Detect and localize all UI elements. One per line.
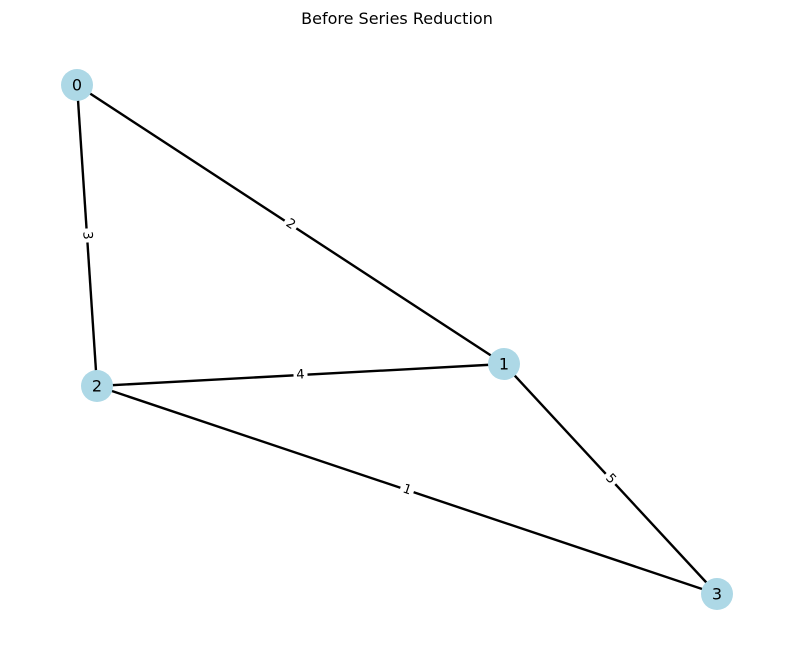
edge-label-group-1-3: 5 [599, 468, 622, 490]
node-3: 3 [701, 578, 733, 610]
edges-layer [75, 83, 718, 596]
node-label: 1 [499, 355, 509, 374]
edge-labels-layer: 2 3 4 1 5 [78, 213, 622, 500]
edge-label-group-2-3: 1 [397, 480, 417, 500]
graph-title: Before Series Reduction [301, 9, 493, 28]
node-label: 2 [92, 377, 102, 396]
edge-label-background [397, 480, 417, 500]
edge-label-background [280, 213, 301, 236]
node-circle [701, 578, 733, 610]
edge-label-background [599, 468, 622, 490]
edge-label-group-0-2: 3 [78, 227, 96, 244]
node-label: 0 [72, 76, 82, 95]
node-circle [488, 348, 520, 380]
edge-weight-label: 3 [79, 231, 95, 240]
edge-label-background [78, 227, 96, 244]
edge-label-group-2-1: 4 [293, 366, 308, 384]
node-1: 1 [488, 348, 520, 380]
edge-label-group-0-1: 2 [280, 213, 301, 236]
node-label: 3 [712, 585, 722, 604]
edge-label-background [293, 366, 308, 384]
edge-weight-label: 4 [296, 367, 305, 382]
node-circle [61, 69, 93, 101]
nodes-layer: 0 1 2 3 [61, 69, 733, 610]
node-2: 2 [81, 370, 113, 402]
node-0: 0 [61, 69, 93, 101]
node-circle [81, 370, 113, 402]
